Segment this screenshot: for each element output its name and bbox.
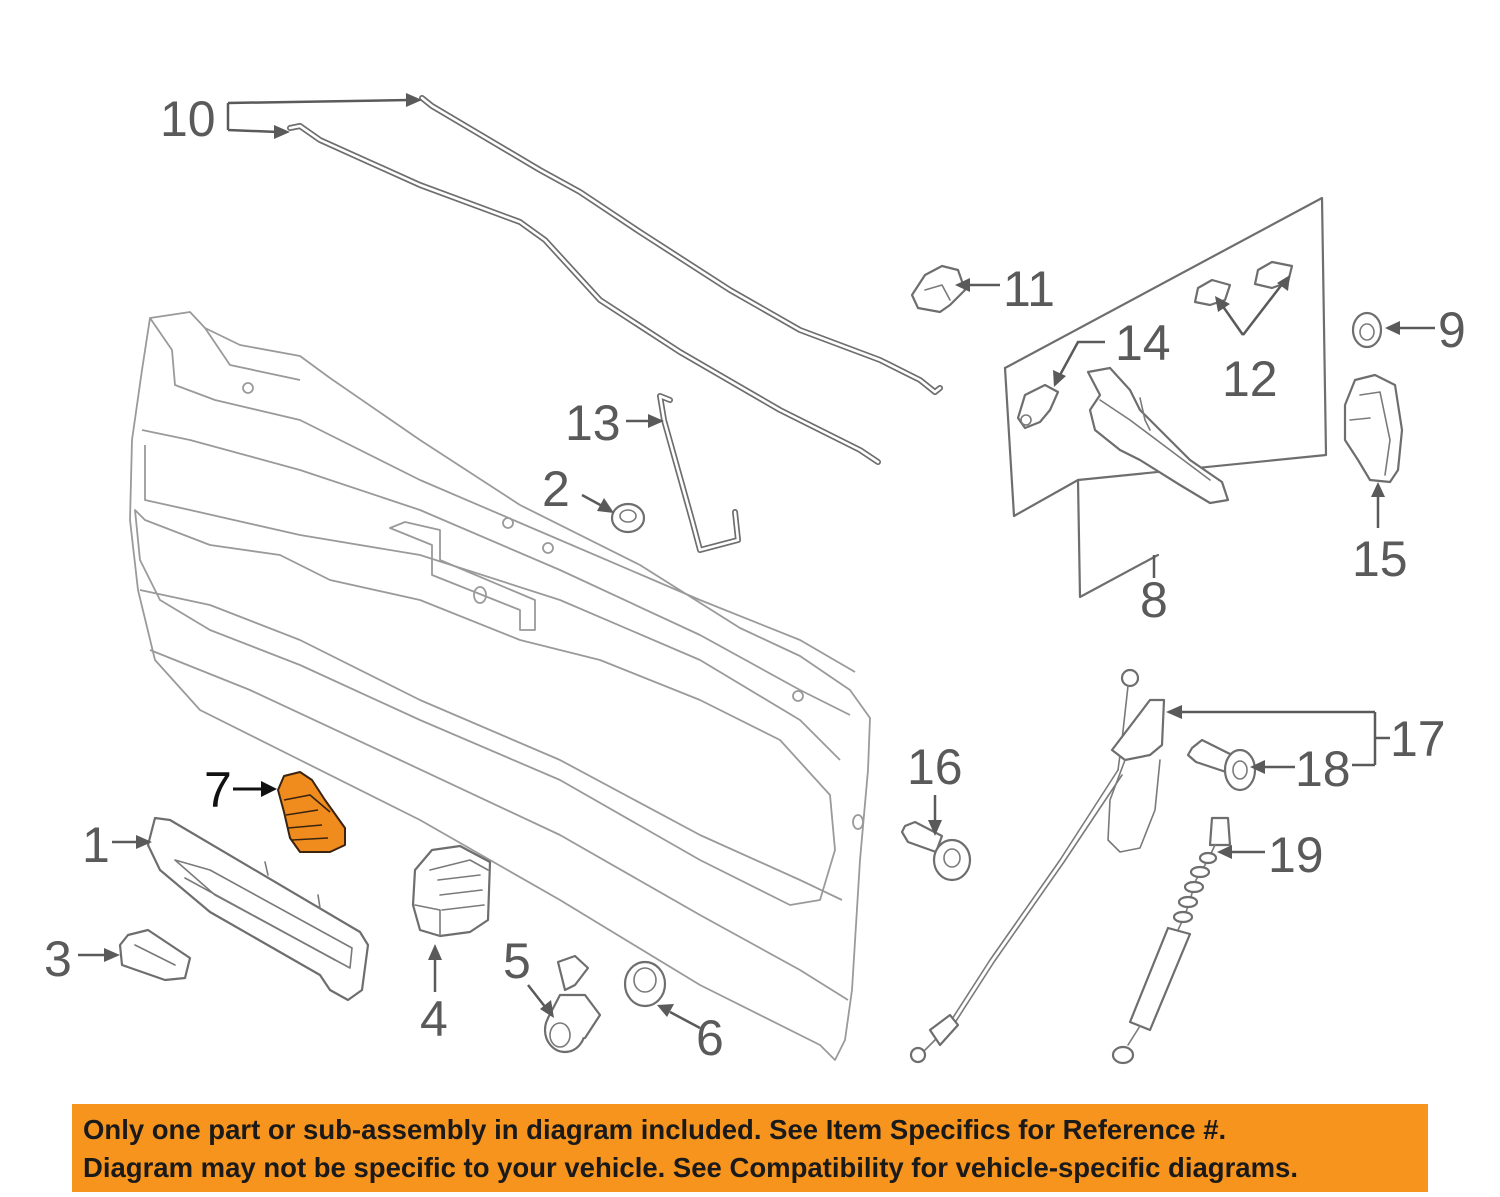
- callout-6: 6: [696, 1010, 724, 1066]
- support-strut-part-19: [1111, 816, 1232, 1065]
- clip-part-11: [910, 264, 967, 314]
- callout-19: 19: [1268, 827, 1324, 883]
- callout-4: 4: [420, 991, 448, 1047]
- handle-bezel-part-1: [146, 816, 370, 1002]
- callout-2: 2: [542, 461, 570, 517]
- callout-15: 15: [1352, 531, 1408, 587]
- nut-part-9: [1351, 311, 1383, 349]
- rod-part-13: [657, 393, 741, 553]
- callout-13: 13: [565, 395, 621, 451]
- leader-lines: [78, 93, 1435, 1030]
- callout-3: 3: [44, 931, 72, 987]
- disclaimer-banner: Only one part or sub-assembly in diagram…: [72, 1104, 1428, 1192]
- latch-assembly-part-8: [1003, 196, 1328, 599]
- nut-part-6: [623, 960, 667, 1008]
- callout-16: 16: [907, 739, 963, 795]
- disclaimer-line-2: Diagram may not be specific to your vehi…: [83, 1152, 1298, 1183]
- lock-cylinder-part-5: [543, 954, 602, 1054]
- callout-8: 8: [1140, 572, 1168, 628]
- callout-17: 17: [1390, 711, 1446, 767]
- callout-9: 9: [1438, 302, 1466, 358]
- tailgate-panel: [129, 311, 871, 1061]
- callout-5: 5: [503, 933, 531, 989]
- release-rods-part-10: [287, 95, 943, 465]
- callout-10: 10: [160, 91, 216, 147]
- callout-11: 11: [1003, 261, 1055, 317]
- handle-insert-part-3: [118, 928, 192, 982]
- disclaimer-line-1: Only one part or sub-assembly in diagram…: [83, 1114, 1227, 1145]
- callout-12: 12: [1222, 351, 1278, 407]
- callout-1: 1: [82, 817, 110, 873]
- callout-labels: 10 11 9 14 12 13 2 15 8 17 16 18 7 1 19 …: [44, 91, 1466, 1066]
- handle-bracket-part-7: [277, 771, 346, 853]
- callout-7: 7: [204, 762, 232, 818]
- striker-part-15: [1343, 373, 1404, 484]
- latch-switch-part-4: [411, 844, 492, 938]
- callout-14: 14: [1115, 315, 1171, 371]
- nut-part-2: [610, 502, 646, 534]
- callout-18: 18: [1295, 741, 1351, 797]
- pivot-bolt-part-18: [1186, 738, 1257, 792]
- bolt-part-16: [900, 820, 972, 882]
- cable-assembly-part-17: [909, 668, 1166, 1064]
